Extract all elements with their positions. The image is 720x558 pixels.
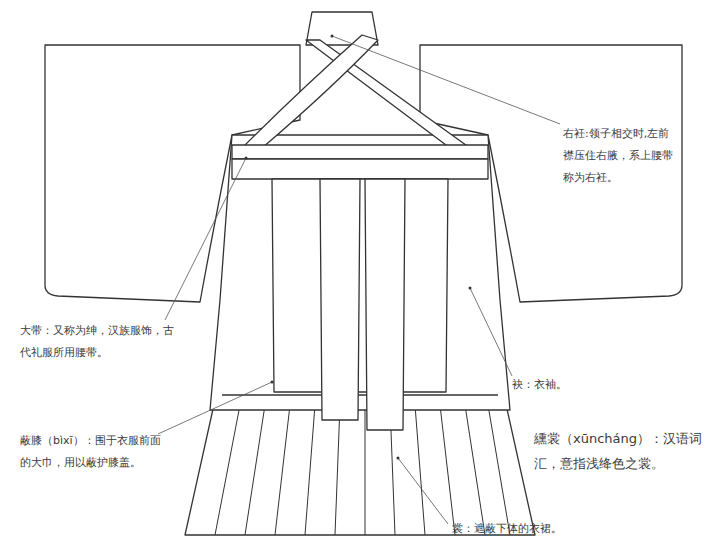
callout-label: 袂：衣袖。 xyxy=(512,374,632,396)
upper-garment xyxy=(210,135,510,410)
belt xyxy=(232,145,488,159)
belt-end xyxy=(365,179,405,430)
callout-label: 蔽膝（bìxī）：围于衣服前面的大巾，用以蔽护膝盖。 xyxy=(20,430,168,474)
collar-band xyxy=(242,35,378,148)
callout-label: 大带：又称为绅，汉族服饰，古代礼服所用腰带。 xyxy=(20,320,180,364)
collar-band xyxy=(306,40,470,148)
hem-line xyxy=(222,394,498,395)
callout-label: 纁裳（xūncháng）：汉语词汇，意指浅绛色之裳。 xyxy=(534,426,706,476)
callout-label: 右衽:领子相交时,左前襟压住右腋，系上腰带称为右衽。 xyxy=(563,123,679,189)
belt-end xyxy=(320,179,360,420)
belt xyxy=(232,159,488,179)
skirt-pleats xyxy=(215,405,510,535)
skirt xyxy=(185,400,535,535)
leader-lines xyxy=(158,36,560,524)
callout-label: 裳：遮蔽下体的衣裙。 xyxy=(452,518,652,540)
